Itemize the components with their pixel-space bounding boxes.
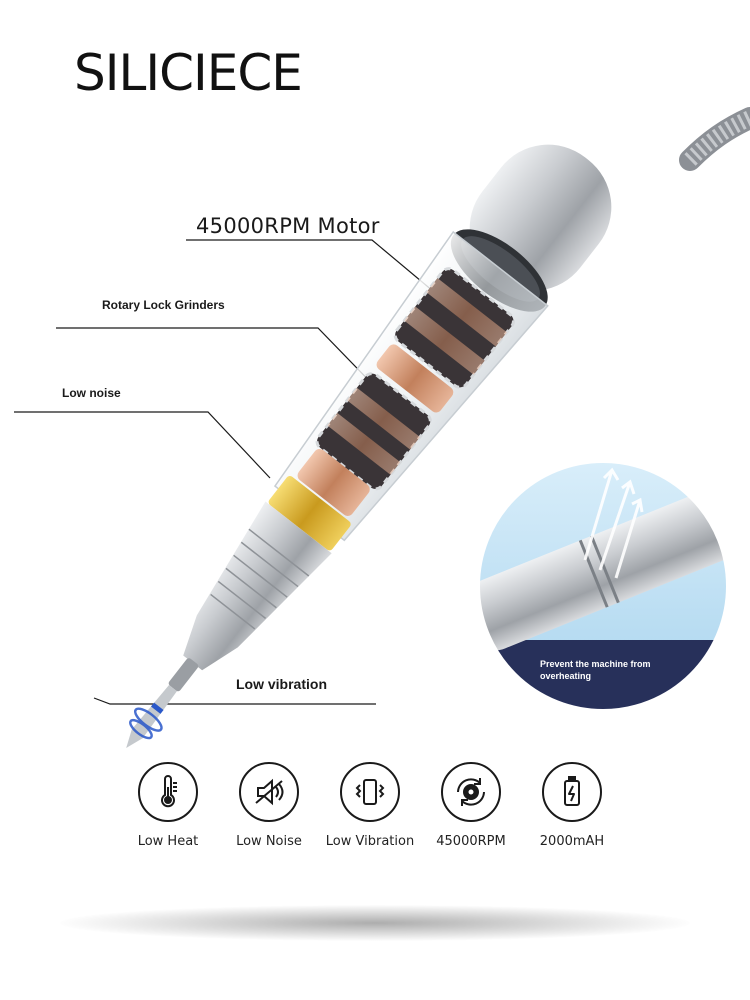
feature-low-heat: Low Heat [120,762,216,849]
feature-label: Low Heat [137,834,199,849]
feature-label: 2000mAH [539,834,605,849]
rotary-callout: Rotary Lock Grinders [102,298,225,312]
feature-label: Low Noise [236,834,302,849]
cooling-inset [479,462,727,710]
gear-rotate-icon [441,762,501,822]
motor-callout: 45000RPM Motor [196,214,380,238]
speaker-muted-icon [239,762,299,822]
feature-icons-row: Low Heat Low Noise Low Vibration [120,762,620,849]
feature-rpm: 45000RPM [423,762,519,849]
battery-charge-icon [542,762,602,822]
noise-callout: Low noise [62,386,121,400]
floor-shadow [60,905,690,941]
feature-label: 45000RPM [436,834,506,849]
thermometer-icon [138,762,198,822]
inset-caption: Prevent the machine from overheating [540,659,651,681]
vibration-callout: Low vibration [236,676,327,692]
feature-battery: 2000mAH [524,762,620,849]
phone-vibrate-icon [340,762,400,822]
nail-drill-pen [126,144,612,749]
feature-label: Low Vibration [325,834,415,849]
power-cable [679,107,750,171]
feature-low-noise: Low Noise [221,762,317,849]
feature-low-vibration: Low Vibration [322,762,418,849]
brand-logo: SILICIECE [74,44,303,102]
